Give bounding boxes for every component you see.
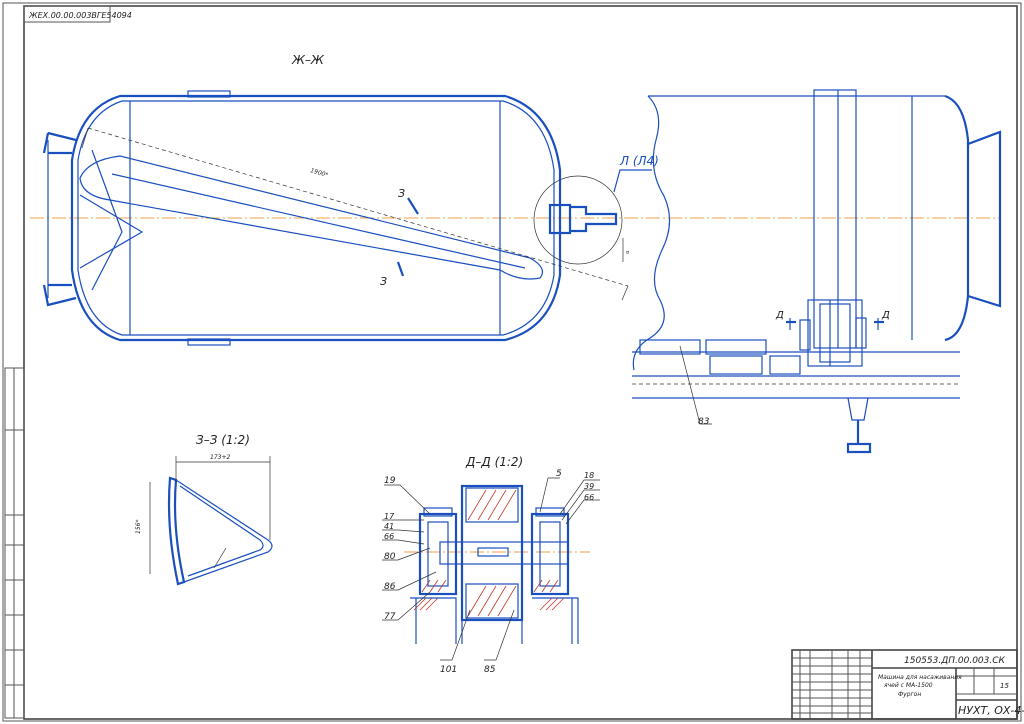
ref-83-label: 83 [698, 417, 710, 427]
top-left-stamp: ЖЕХ.00.00.003ВГЕ54094 [23, 5, 132, 23]
title-organization: НУХТ, ОХ-4-4 [958, 704, 1024, 717]
section-d-label: Д–Д (1:2) [465, 455, 523, 469]
section-d-view: 19 17 41 66 80 86 77 101 85 5 18 39 66 [382, 469, 600, 675]
cut-d-left-label: Д [775, 310, 784, 321]
left-binding-strip [4, 367, 25, 719]
cut-d-right-label: Д [881, 310, 890, 321]
pos-66-right: 66 [584, 493, 594, 502]
pos-66-left: 66 [384, 532, 394, 541]
pos-41: 41 [384, 522, 394, 531]
title-line-1: Машина для насаживания [878, 674, 962, 681]
title-line-2: ячей с МА-1500 [884, 682, 933, 689]
top-left-stamp-text: ЖЕХ.00.00.003ВГЕ54094 [28, 11, 132, 20]
detail-l-callout: Л (Л4) [619, 154, 659, 168]
section-zh-label: Ж–Ж [291, 53, 325, 67]
dim-main-length: 1900* [309, 167, 329, 179]
dim-z-width: 173+2 [210, 454, 230, 461]
section-z-view: 173+2 156* [135, 454, 273, 586]
title-block: 150553.ДП.00.003.СК Машина для насаживан… [791, 649, 1024, 720]
pos-19: 19 [384, 476, 396, 486]
side-view-partial: 83 Д Д [632, 89, 1002, 454]
cut-z-bottom-label: З [380, 275, 387, 288]
sheet-inner-frame [23, 5, 1018, 720]
nozzle-dim-mark: ¤ [626, 250, 629, 256]
pos-80: 80 [384, 552, 396, 562]
pos-85: 85 [484, 665, 496, 675]
dim-z-height: 156* [135, 520, 142, 534]
tank-section-view: 1900* Л (Л4) ¤ З З [30, 90, 1000, 346]
title-sheets: 15 [1000, 682, 1009, 690]
pos-18: 18 [584, 471, 594, 480]
title-line-3: Фургон [898, 691, 921, 698]
pos-39: 39 [584, 482, 594, 491]
title-doc-number: 150553.ДП.00.003.СК [904, 656, 1006, 666]
cut-z-top-label: З [398, 187, 405, 200]
pos-77: 77 [384, 612, 396, 622]
pos-17: 17 [384, 512, 395, 521]
pos-5: 5 [556, 469, 562, 479]
section-z-label: З–З (1:2) [196, 433, 250, 447]
pos-101: 101 [440, 665, 457, 675]
pos-86: 86 [384, 582, 396, 592]
